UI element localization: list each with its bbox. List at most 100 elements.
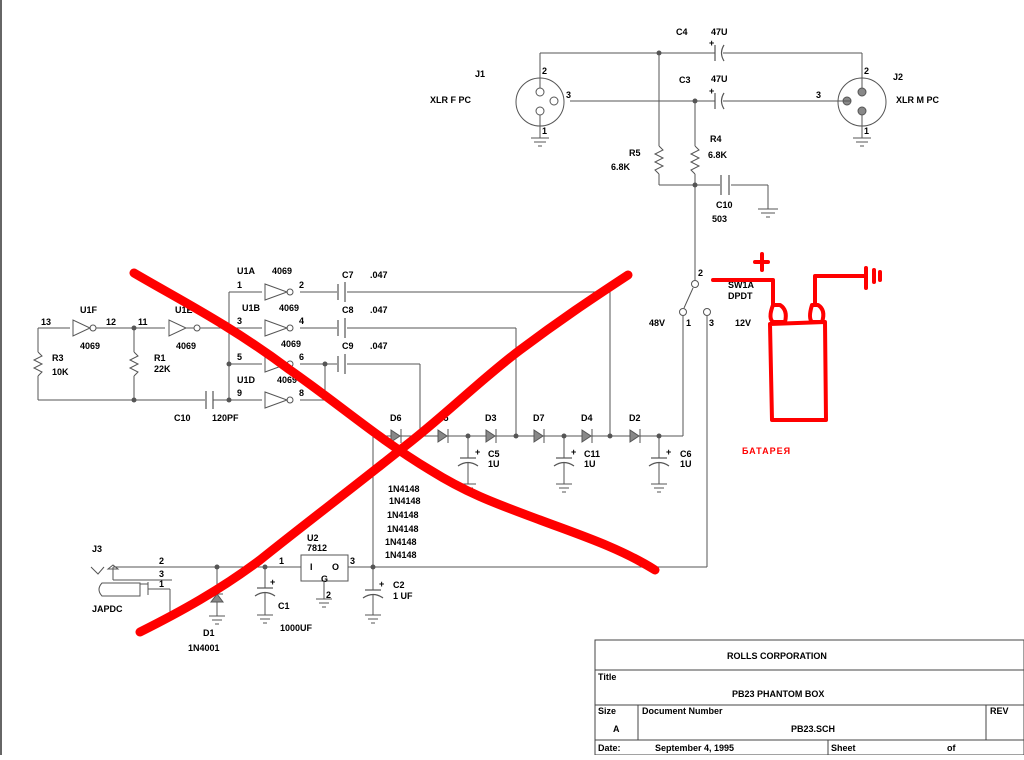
diode-d6: D6	[390, 413, 402, 443]
u1c-pin-in: 5	[237, 352, 242, 362]
j3-pin3: 3	[159, 569, 164, 579]
j2-pin2: 2	[864, 66, 869, 76]
docnum-value: PB23.SCH	[791, 724, 835, 734]
xlr-wiring	[540, 50, 862, 265]
u1f-ref: U1F	[80, 305, 98, 315]
inverter-u1f: U1F 13 12 4069	[41, 305, 116, 351]
j2-ref: J2	[893, 72, 903, 82]
u1b-part: 4069	[279, 303, 299, 313]
d7-ref: D7	[533, 413, 545, 423]
c5-ref: C5	[488, 449, 500, 459]
c10-osc-ref: C10	[174, 413, 191, 423]
title-label: Title	[598, 672, 616, 682]
resistor-r4: R4 6.8K	[689, 134, 728, 175]
u1a-part: 4069	[272, 266, 292, 276]
oscillator-wiring	[37, 291, 611, 436]
u2-pin-label-out: O	[332, 562, 339, 572]
capacitor-c2: + C2 1 UF	[362, 567, 413, 624]
regulator-u2: I O G U2 7812 1 3 2	[279, 533, 357, 608]
ground-symbol	[864, 266, 882, 290]
diode-part-1: 1N4148	[388, 484, 420, 494]
r3-value: 10K	[52, 367, 69, 377]
battery-label: БАТАРЕЯ	[742, 446, 791, 456]
r5-ref: R5	[629, 148, 641, 158]
d3-ref: D3	[485, 413, 497, 423]
diode-d4: D4	[581, 413, 593, 443]
sw1a-ref: SW1A	[728, 280, 755, 290]
u1f-pin-out: 12	[106, 317, 116, 327]
resistor-r3: R3 10K	[32, 351, 69, 377]
j1-pin3: 3	[566, 90, 571, 100]
c8-ref: C8	[342, 305, 354, 315]
inverter-u1a: U1A 4069 1 2	[237, 266, 304, 301]
battery-body	[768, 320, 828, 422]
connector-j3-dc-jack[interactable]: J3 2 3 1 JAPDC	[90, 544, 164, 614]
u1e-ref: U1E	[175, 305, 193, 315]
c2-value: 1 UF	[393, 591, 413, 601]
diode-part-6: 1N4148	[385, 550, 417, 560]
j2-xlr-male: 2 3 1 J2 XLR M PC	[816, 53, 940, 147]
d6-ref: D6	[390, 413, 402, 423]
rev-label: REV	[990, 706, 1009, 716]
u1f-part: 4069	[80, 341, 100, 351]
c7-value: .047	[370, 270, 388, 280]
u1e-pin-in: 11	[138, 317, 148, 327]
svg-text:+: +	[666, 447, 671, 457]
capacitor-c3: + C3 47U	[679, 74, 728, 110]
diode-part-3: 1N4148	[387, 510, 419, 520]
capacitor-c5: + C5 1U	[457, 436, 500, 493]
capacitor-c8: C8 .047	[337, 305, 388, 338]
u2-ref: U2	[307, 533, 319, 543]
u1a-pin-in: 1	[237, 280, 242, 290]
u1c-pin-out: 6	[299, 352, 304, 362]
svg-text:+: +	[270, 577, 275, 587]
diode-d7: D7	[533, 413, 545, 443]
diode-part-2: 1N4148	[389, 496, 421, 506]
r5-value: 6.8K	[611, 162, 631, 172]
u2-value: 7812	[307, 543, 327, 553]
title-block: ROLLS CORPORATION Title PB23 PHANTOM BOX…	[594, 639, 1024, 756]
capacitor-c7: C7 .047	[337, 270, 388, 302]
r4-ref: R4	[710, 134, 722, 144]
c10-top-value: 503	[712, 214, 727, 224]
r3-ref: R3	[52, 353, 64, 363]
u2-pin2: 2	[326, 590, 331, 600]
j1-xlr-female: 2 3 1 J1 XLR F PC	[430, 53, 571, 147]
capacitor-c11: + C11 1U	[553, 436, 600, 493]
svg-text:+: +	[475, 447, 480, 457]
sheet-label: Sheet	[831, 743, 856, 753]
c4-ref: C4	[676, 27, 688, 37]
svg-text:+: +	[571, 447, 576, 457]
d2-ref: D2	[629, 413, 641, 423]
u1d-pin-out: 8	[299, 388, 304, 398]
c10-top-ref: C10	[716, 200, 733, 210]
j1-ref: J1	[475, 69, 485, 79]
u2-pin-label-in: I	[310, 562, 313, 572]
u1b-pin-in: 3	[237, 316, 242, 326]
c1-ref: C1	[278, 601, 290, 611]
capacitor-c10-top: C10 503	[712, 175, 733, 224]
j3-pin2: 2	[159, 556, 164, 566]
c3-value: 47U	[711, 74, 728, 84]
switch-sw1a[interactable]: 2 1 3 SW1A DPDT 48V 12V	[649, 265, 755, 567]
document-title: PB23 PHANTOM BOX	[732, 689, 824, 699]
inverter-u1b: U1B 4069 3 4	[237, 303, 304, 337]
c6-ref: C6	[680, 449, 692, 459]
j1-pin2: 2	[542, 66, 547, 76]
resistor-r1: R1 22K	[128, 351, 171, 377]
u2-pin-label-gnd: G	[321, 574, 328, 584]
u1e-part: 4069	[176, 341, 196, 351]
battery-annotation: БАТАРЕЯ	[711, 252, 882, 456]
d1-ref: D1	[203, 628, 215, 638]
date-label: Date:	[598, 743, 621, 753]
diode-part-4: 1N4148	[387, 524, 419, 534]
date-value: September 4, 1995	[655, 743, 734, 753]
c11-value: 1U	[584, 459, 596, 469]
u1b-pin-out: 4	[299, 316, 304, 326]
sw1a-type: DPDT	[728, 291, 753, 301]
diode-d2: D2	[629, 413, 641, 443]
j2-pin3: 3	[816, 90, 821, 100]
svg-text:+: +	[709, 86, 714, 96]
